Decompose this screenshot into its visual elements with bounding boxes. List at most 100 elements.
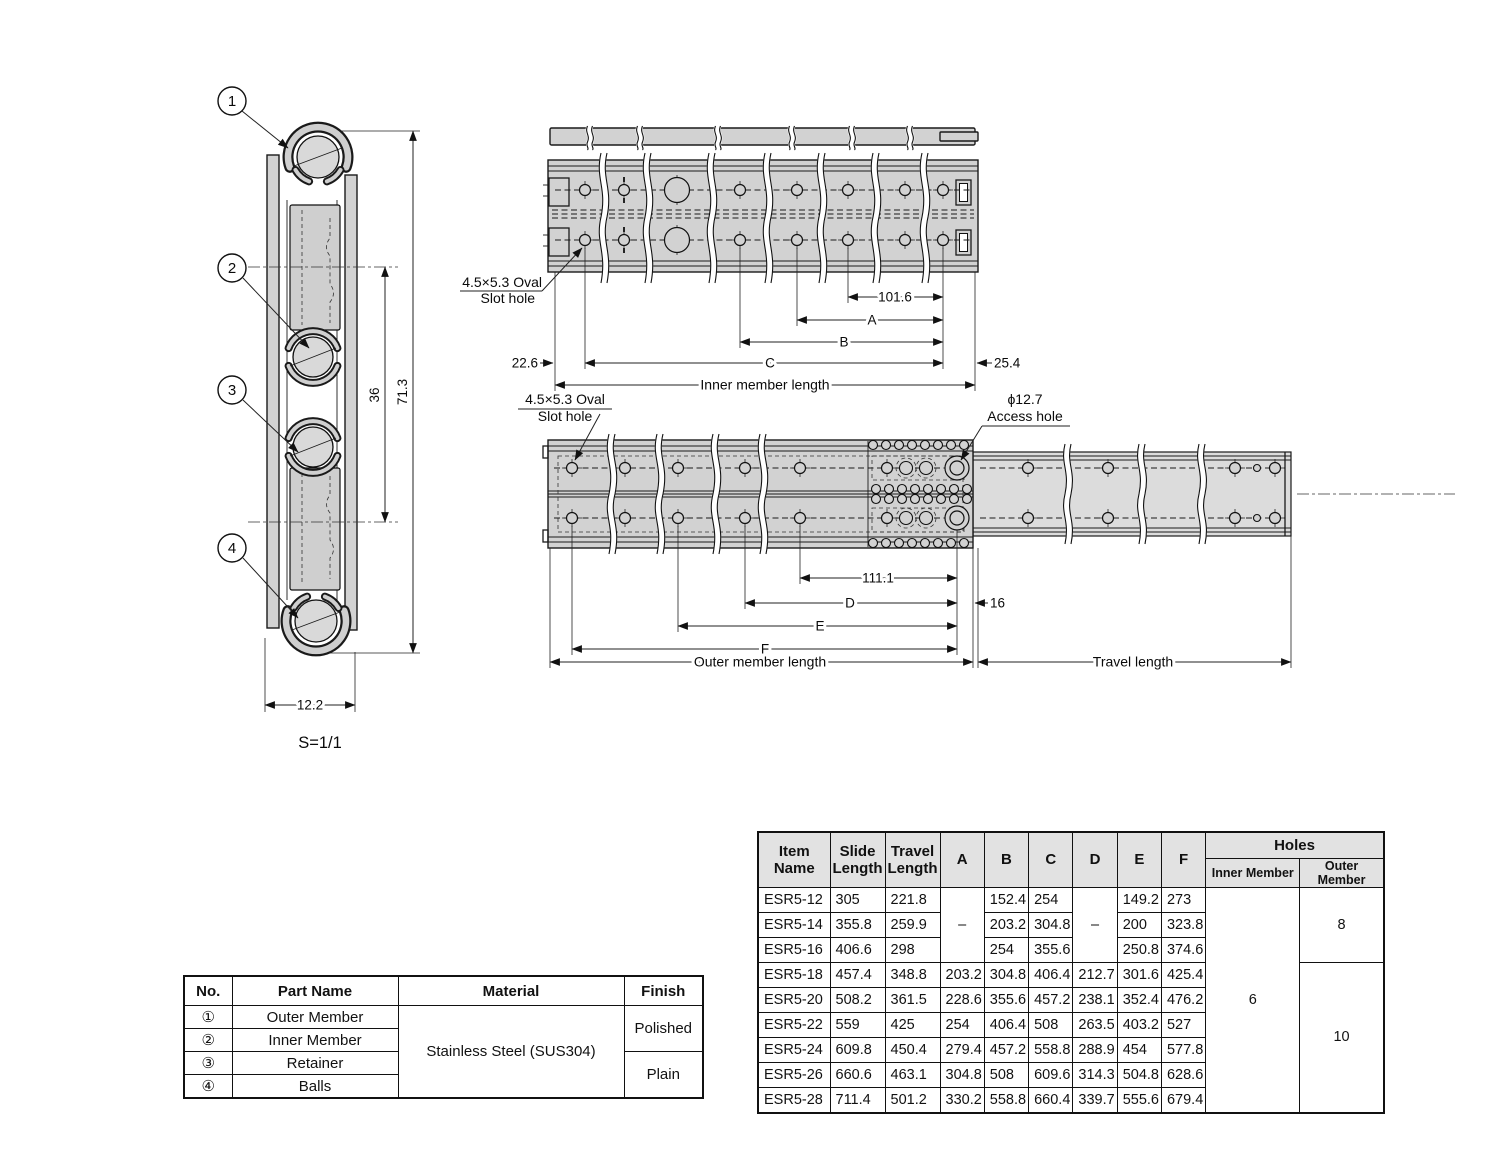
item-name: ESR5-18 (757, 961, 831, 988)
spec-header-outer-member: Outer Member (1299, 857, 1385, 888)
inner-member-drawing: 4.5×5.3 Oval Slot hole 101.6 A B (460, 95, 1024, 396)
svg-text:E: E (815, 619, 824, 634)
dim-d: 288.9 (1072, 1036, 1118, 1063)
spec-header-slide: Slide Length (829, 831, 886, 888)
spec-header-b: B (983, 831, 1030, 888)
slide-length: 559 (829, 1011, 886, 1038)
item-name: ESR5-14 (757, 911, 831, 938)
dim-e: 454 (1116, 1036, 1162, 1063)
part-name: Inner Member (231, 1028, 399, 1052)
spec-header-slide-line2: Length (832, 859, 883, 877)
callout-1-number: 1 (228, 93, 236, 110)
item-name: ESR5-24 (757, 1036, 831, 1063)
dim-a: 228.6 (939, 986, 985, 1013)
dim-b: 457.2 (983, 1036, 1030, 1063)
svg-text:Slot hole: Slot hole (538, 408, 593, 424)
dim-d: 238.1 (1072, 986, 1118, 1013)
dim-c: 406.4 (1028, 961, 1074, 988)
dim-16-label: 16 (990, 596, 1005, 611)
ball-2 (284, 327, 342, 387)
dim-width-label: 12.2 (297, 698, 323, 713)
dim-a-na: – (939, 886, 985, 963)
dim-pitch-label: 36 (367, 387, 382, 402)
dim-a: 330.2 (939, 1086, 985, 1113)
dim-e: 301.6 (1116, 961, 1162, 988)
travel-length: 501.2 (884, 1086, 941, 1113)
dim-f: 273 (1160, 886, 1207, 913)
dim-A: A (796, 310, 944, 331)
outer-member-drawing: 4.5×5.3 Oval Slot hole ϕ12.7 Access hole (518, 391, 1455, 673)
scale-label: S=1/1 (298, 734, 342, 752)
travel-length: 221.8 (884, 886, 941, 913)
dim-f: 679.4 (1160, 1086, 1207, 1113)
dim-e: 555.6 (1116, 1086, 1162, 1113)
dim-c: 254 (1028, 886, 1074, 913)
svg-text:Outer member length: Outer member length (694, 654, 826, 670)
spec-header-item-line2: Name (773, 859, 815, 877)
dim-D: D 16 (744, 593, 1008, 614)
spec-row: ESR5-18 457.4 348.8 203.2 304.8 406.4 21… (757, 961, 1385, 1113)
spec-row: ESR5-24 609.8 450.4 279.4 457.2 558.8 28… (757, 1036, 1384, 1063)
svg-text:4.5×5.3 Oval: 4.5×5.3 Oval (525, 391, 605, 407)
dim-f: 476.2 (1160, 986, 1207, 1013)
dim-d: 212.7 (1072, 961, 1118, 988)
inner-member-rail (543, 153, 979, 283)
dim-b: 203.2 (983, 911, 1030, 938)
svg-text:F: F (761, 642, 769, 657)
dim-E: E (677, 616, 958, 637)
access-hole-note: ϕ12.7 Access hole (960, 391, 1070, 461)
holes-outer-member-8: 8 (1299, 886, 1385, 963)
spec-header-row-1: Item Name Slide Length Travel Length A B… (757, 831, 1385, 888)
spec-header-e: E (1116, 831, 1162, 888)
spec-header-inner-member: Inner Member (1205, 857, 1301, 888)
parts-header-no: No. (183, 975, 233, 1006)
spec-header-travel-line2: Length (887, 859, 938, 877)
dim-f: 374.6 (1160, 936, 1207, 963)
dim-d: 314.3 (1072, 1061, 1118, 1088)
callout-3: 3 (217, 375, 299, 453)
callout-4: 4 (217, 533, 299, 619)
spec-row: ESR5-22 559 425 254 406.4 508 263.5 403.… (757, 1011, 1384, 1038)
part-finish-plain: Plain (623, 1051, 704, 1099)
ball-3 (284, 417, 342, 477)
part-name: Balls (231, 1074, 399, 1099)
item-name: ESR5-16 (757, 936, 831, 963)
dim-101-6: 101.6 (847, 287, 944, 308)
dim-C: C 22.6 25.4 (509, 353, 1024, 374)
svg-text:A: A (867, 313, 876, 328)
dim-a: 304.8 (939, 1061, 985, 1088)
parts-header-row: No. Part Name Material Finish (183, 975, 704, 1006)
slide-length: 406.6 (829, 936, 886, 963)
dim-a: 254 (939, 1011, 985, 1038)
spec-header-c: C (1028, 831, 1074, 888)
spec-row: ESR5-20 508.2 361.5 228.6 355.6 457.2 23… (757, 986, 1384, 1013)
callout-2-number: 2 (228, 260, 236, 277)
dim-e: 200 (1116, 911, 1162, 938)
travel-length: 463.1 (884, 1061, 941, 1088)
dim-outer-member-length: Outer member length (549, 651, 974, 673)
slide-length: 711.4 (829, 1086, 886, 1113)
outer-member-rail (542, 434, 974, 554)
spec-row: ESR5-16 406.6 298 254 355.6 250.8 374.6 (757, 936, 1384, 963)
dim-travel-length: Travel length (977, 651, 1292, 673)
spec-row: ESR5-28 711.4 501.2 330.2 558.8 660.4 33… (757, 1086, 1384, 1113)
mounting-holes-row1 (574, 174, 954, 206)
svg-text:ϕ12.7: ϕ12.7 (1007, 391, 1042, 407)
travel-length: 425 (884, 1011, 941, 1038)
ball-4 (280, 592, 352, 657)
spec-header-travel: Travel Length (884, 831, 941, 888)
svg-text:111.1: 111.1 (862, 571, 894, 586)
parts-header-part-name: Part Name (231, 975, 399, 1006)
svg-text:Travel length: Travel length (1093, 654, 1173, 670)
dim-f: 425.4 (1160, 961, 1207, 988)
part-finish-polished: Polished (623, 1005, 704, 1052)
dim-height: 71.3 (330, 130, 420, 654)
dim-pitch: 36 (364, 266, 389, 523)
dim-c: 660.4 (1028, 1086, 1074, 1113)
retainer-web-blocks (289, 204, 341, 591)
holes-inner-member: 6 (1205, 886, 1301, 1113)
svg-text:D: D (845, 596, 855, 611)
travel-length: 259.9 (884, 911, 941, 938)
dim-f: 628.6 (1160, 1061, 1207, 1088)
